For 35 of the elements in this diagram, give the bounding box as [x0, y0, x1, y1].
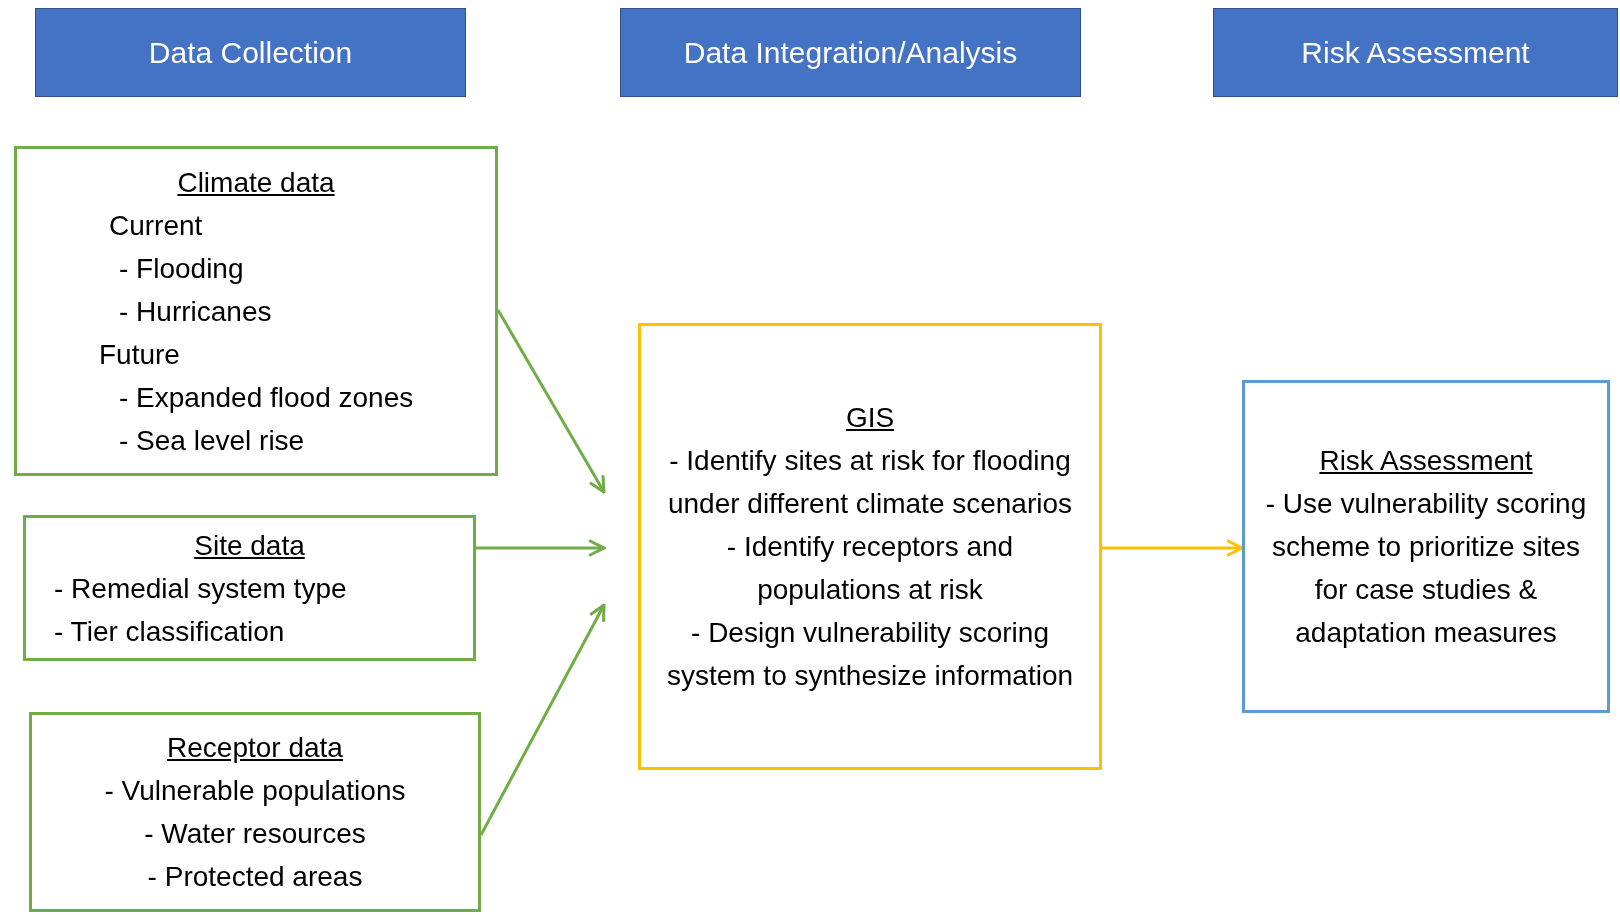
text-box — [1242, 380, 1610, 713]
bullet-text: - Tier classification — [53, 614, 285, 649]
bullet-text: - Design vulnerability scoring system to synthesize information — [665, 616, 1075, 693]
header-box — [620, 8, 1081, 97]
text-box — [29, 712, 481, 912]
bullet-text: - Remedial system type — [53, 571, 347, 606]
bullet-text: - Sea level rise — [118, 423, 305, 458]
bullet-text: Future — [98, 337, 180, 372]
box-heading: Climate data — [177, 165, 335, 200]
bullet-text: - Flooding — [118, 251, 244, 286]
header-text: Risk Assessment — [1301, 35, 1530, 71]
header-text: Data Collection — [148, 35, 353, 71]
box-heading: Receptor data — [167, 731, 343, 765]
bullet-text: Current — [108, 208, 203, 243]
text-box — [638, 323, 1102, 770]
bullet-text: - Identify sites at risk for flooding under different climate scenarios — [666, 444, 1074, 521]
bullet-text: - Protected areas — [146, 860, 364, 894]
bullet-text: - Use vulnerability scoring scheme to prioritize sites for case studies & adaptation measures — [1264, 487, 1588, 650]
arrow — [1102, 539, 1244, 557]
text-box — [14, 146, 498, 476]
header-box — [1213, 8, 1618, 97]
arrow — [496, 309, 606, 494]
bullet-text: - Vulnerable populations — [103, 774, 407, 808]
header-text: Data Integration/Analysis — [683, 35, 1018, 71]
arrow — [476, 539, 606, 557]
box-heading: Risk Assessment — [1319, 444, 1533, 478]
box-heading: GIS — [845, 401, 895, 435]
arrow — [479, 603, 606, 836]
bullet-text: - Expanded flood zones — [118, 380, 414, 415]
box-heading: Site data — [194, 528, 305, 563]
bullet-text: - Water resources — [143, 817, 367, 851]
bullet-text: - Identify receptors and populations at risk — [725, 530, 1015, 607]
bullet-text: - Hurricanes — [118, 294, 272, 329]
text-box — [23, 515, 476, 661]
header-box — [35, 8, 466, 97]
